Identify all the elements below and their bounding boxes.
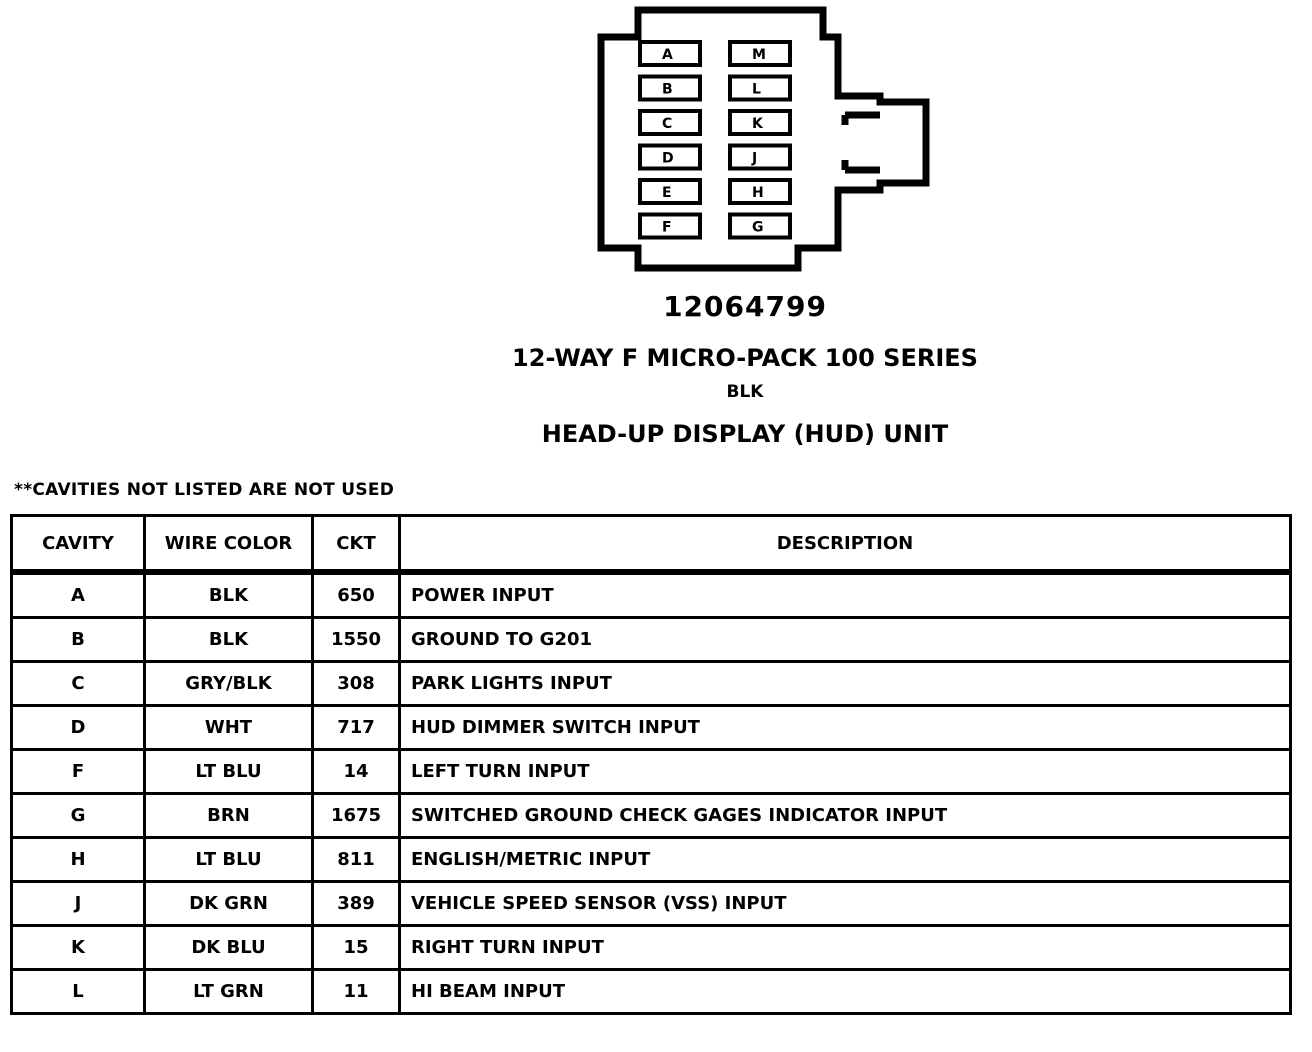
connector-series: 12-WAY F MICRO-PACK 100 SERIES: [512, 344, 978, 372]
cell-wire-color: BRN: [143, 792, 314, 839]
cell-cavity: A: [10, 570, 146, 619]
left-cavity-column: A B C D E F: [638, 40, 702, 240]
cell-ckt: 11: [311, 968, 401, 1015]
cavity-label: M: [752, 47, 766, 63]
cavity-label: G: [752, 220, 764, 236]
connector-color: BLK: [726, 382, 764, 402]
cell-description: LEFT TURN INPUT: [398, 748, 1292, 795]
cavity-slot: [638, 178, 702, 205]
cell-cavity: D: [10, 704, 146, 751]
cavity-slot: [728, 212, 792, 240]
cavity-label: A: [662, 47, 673, 63]
cell-ckt: 308: [311, 660, 401, 707]
cell-wire-color: LT GRN: [143, 968, 314, 1015]
cell-description: POWER INPUT: [398, 570, 1292, 619]
cell-cavity: H: [10, 836, 146, 883]
cell-ckt: 1550: [311, 616, 401, 663]
cell-wire-color: LT BLU: [143, 748, 314, 795]
connector-housing: [597, 6, 930, 272]
cavity-slot: [638, 74, 702, 102]
cavity-label: L: [752, 82, 761, 98]
cavity-slot: [728, 178, 792, 205]
cavity-slot: [728, 143, 792, 171]
cell-ckt: 15: [311, 924, 401, 971]
cell-description: VEHICLE SPEED SENSOR (VSS) INPUT: [398, 880, 1292, 927]
part-number: 12064799: [663, 290, 827, 323]
cell-cavity: L: [10, 968, 146, 1015]
cavity-slot: [728, 74, 792, 102]
header-description: DESCRIPTION: [398, 514, 1292, 575]
cell-cavity: K: [10, 924, 146, 971]
cell-ckt: 389: [311, 880, 401, 927]
cell-ckt: 14: [311, 748, 401, 795]
cavity-slot: [638, 40, 702, 67]
cell-cavity: C: [10, 660, 146, 707]
cell-description: RIGHT TURN INPUT: [398, 924, 1292, 971]
cavity-label: B: [662, 82, 673, 98]
table-header-row: CAVITY WIRE COLOR CKT DESCRIPTION: [10, 514, 1292, 575]
cavity-slot: [638, 212, 702, 240]
unused-cavities-note: **CAVITIES NOT LISTED ARE NOT USED: [14, 480, 395, 500]
cell-description: PARK LIGHTS INPUT: [398, 660, 1292, 707]
cavity-label: K: [752, 116, 764, 132]
cell-wire-color: WHT: [143, 704, 314, 751]
cavity-label: J: [751, 151, 757, 167]
cell-description: ENGLISH/METRIC INPUT: [398, 836, 1292, 883]
cell-description: HUD DIMMER SWITCH INPUT: [398, 704, 1292, 751]
connector-diagram: A B C D E F M L K J H G: [597, 6, 930, 272]
cell-ckt: 650: [311, 570, 401, 619]
cell-cavity: J: [10, 880, 146, 927]
unit-name: HEAD-UP DISPLAY (HUD) UNIT: [541, 420, 949, 448]
cell-wire-color: LT BLU: [143, 836, 314, 883]
cavity-label: F: [662, 220, 672, 236]
cell-cavity: G: [10, 792, 146, 839]
header-cavity: CAVITY: [10, 514, 146, 575]
cavity-label: H: [752, 185, 764, 201]
cell-ckt: 811: [311, 836, 401, 883]
cell-wire-color: DK GRN: [143, 880, 314, 927]
cell-wire-color: DK BLU: [143, 924, 314, 971]
cell-cavity: B: [10, 616, 146, 663]
cell-ckt: 717: [311, 704, 401, 751]
cell-ckt: 1675: [311, 792, 401, 839]
right-cavity-column: M L K J H G: [728, 40, 792, 240]
cell-description: SWITCHED GROUND CHECK GAGES INDICATOR IN…: [398, 792, 1292, 839]
cavity-label: E: [662, 185, 672, 201]
cavity-label: D: [662, 151, 674, 167]
cavity-label: C: [662, 116, 672, 132]
cell-description: HI BEAM INPUT: [398, 968, 1292, 1015]
header-wire-color: WIRE COLOR: [143, 514, 314, 575]
header-ckt: CKT: [311, 514, 401, 575]
latch-inner: [841, 111, 880, 174]
cell-wire-color: GRY/BLK: [143, 660, 314, 707]
cavity-slot: [638, 143, 702, 171]
cavity-slot: [638, 109, 702, 136]
cell-wire-color: BLK: [143, 570, 314, 619]
cavity-slot: [728, 109, 792, 136]
cavity-slot: [728, 40, 792, 67]
cell-wire-color: BLK: [143, 616, 314, 663]
cell-description: GROUND TO G201: [398, 616, 1292, 663]
cell-cavity: F: [10, 748, 146, 795]
